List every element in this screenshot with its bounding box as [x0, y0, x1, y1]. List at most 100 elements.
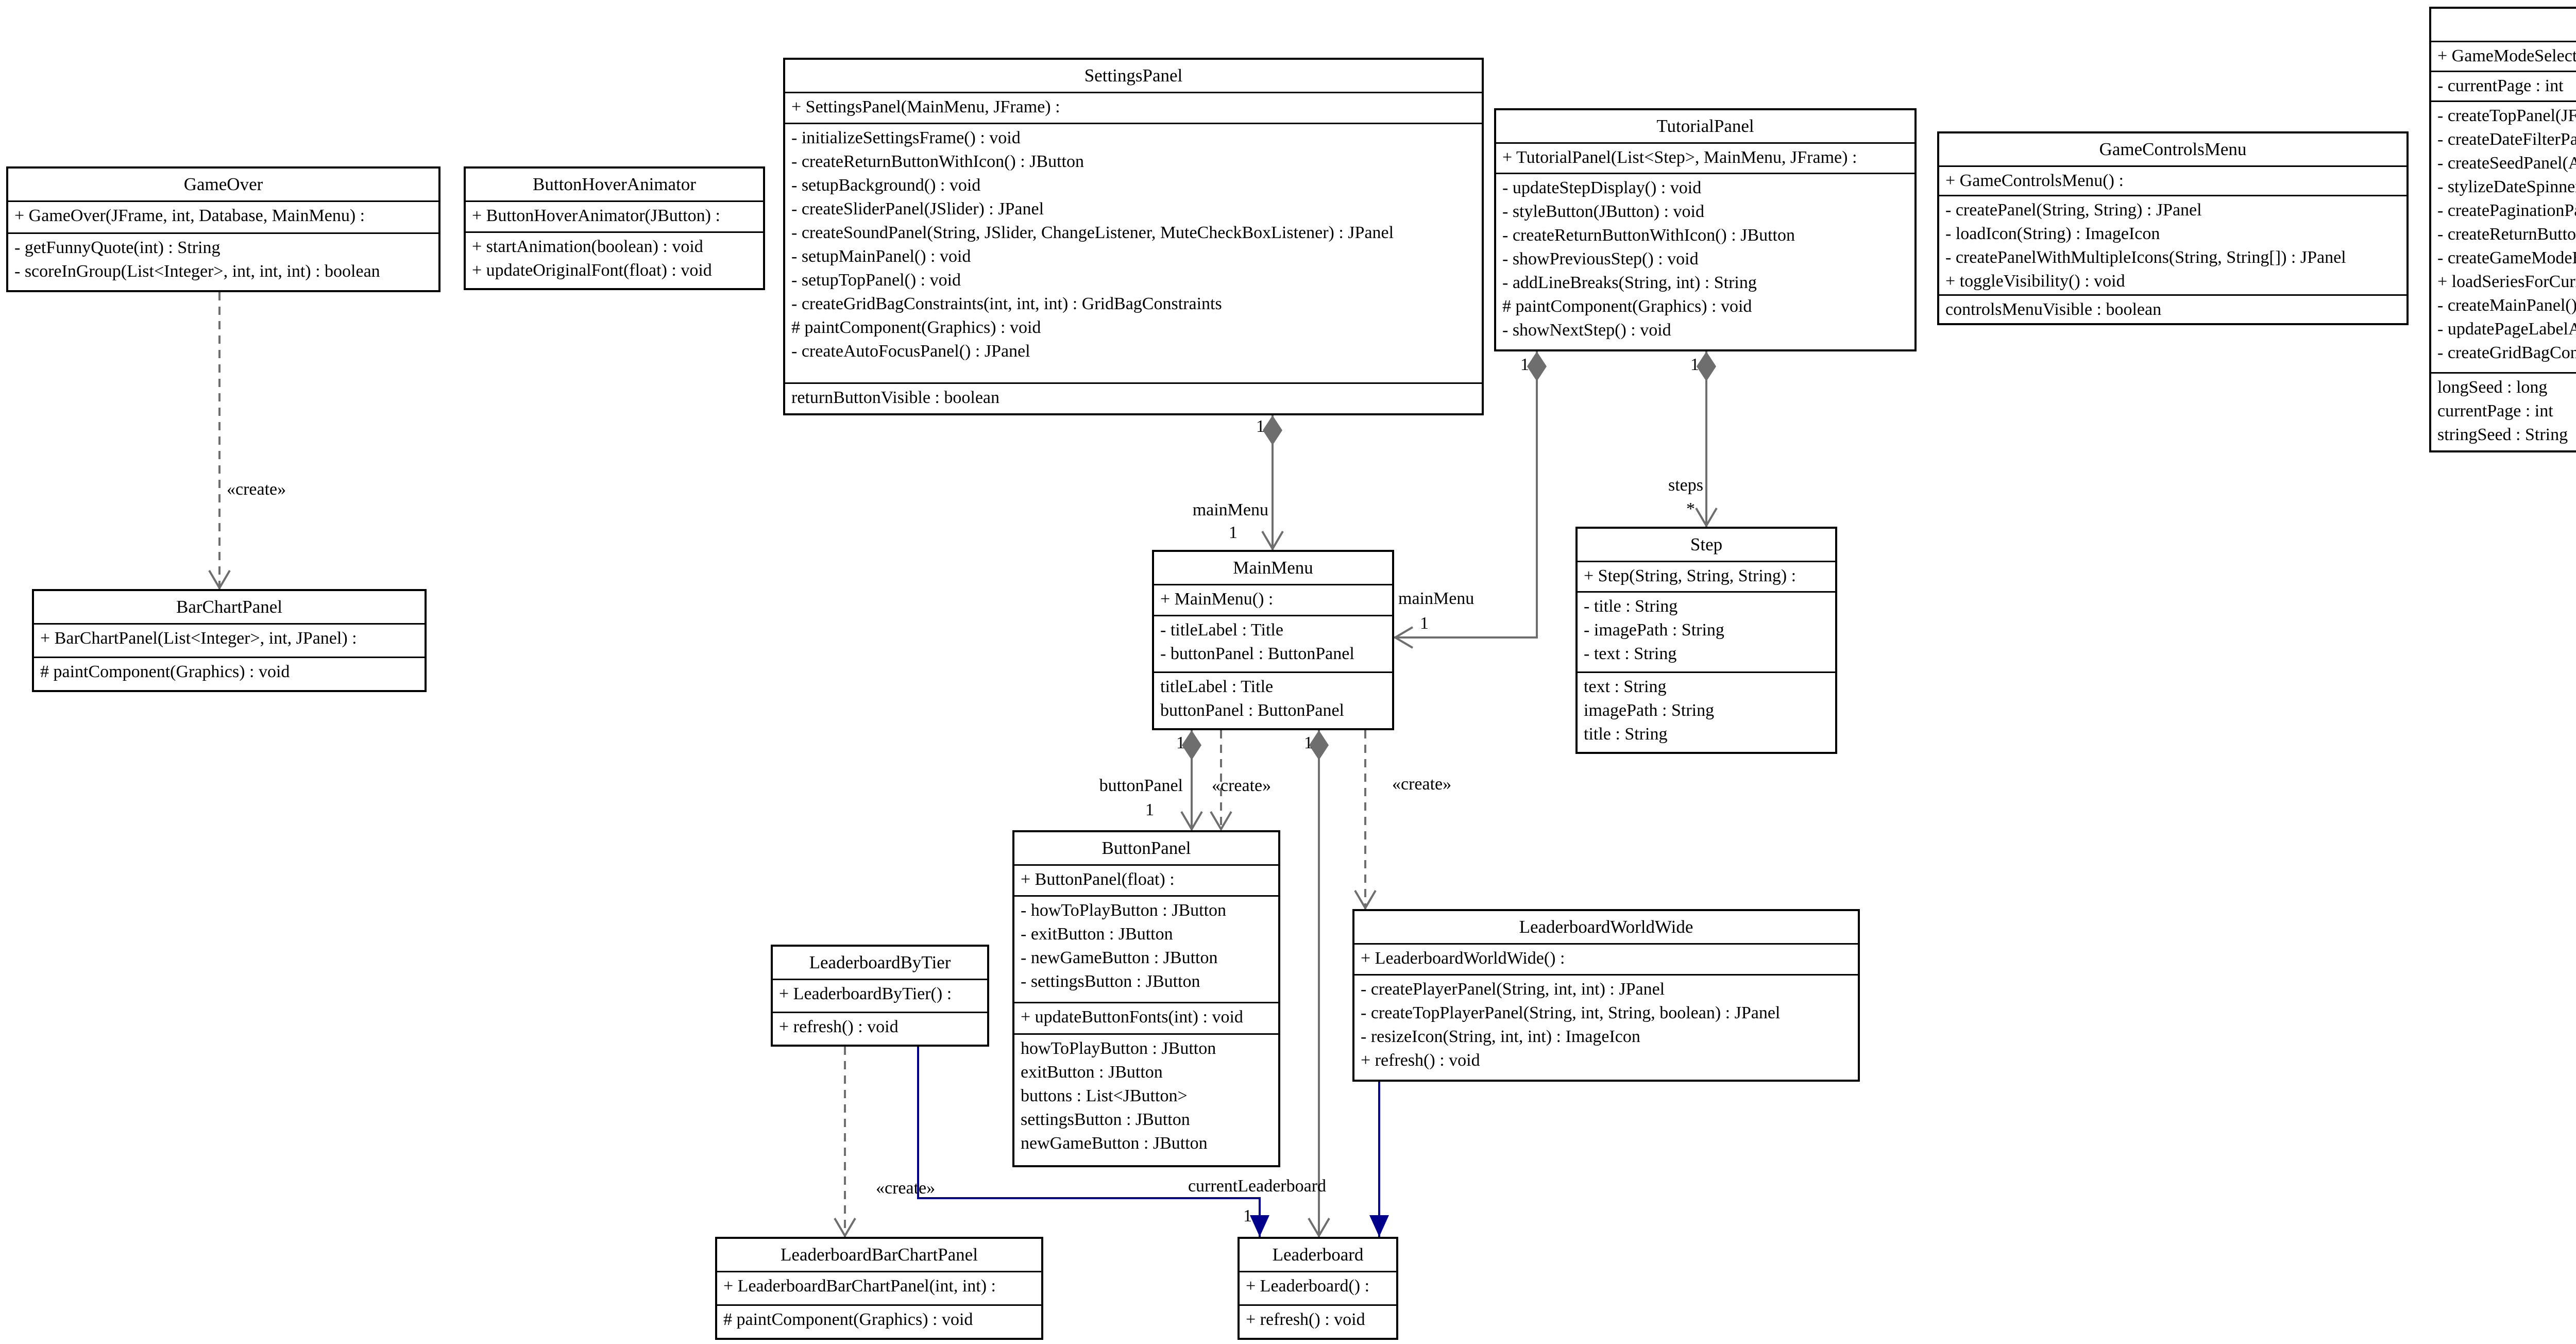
- member-row: stringSeed : String: [2437, 425, 2568, 445]
- edge-label: «create»: [1212, 776, 1272, 795]
- edge-label: 1: [1256, 417, 1265, 436]
- methods-compartment: # paintComponent(Graphics) : void: [717, 1304, 1041, 1338]
- member-row: - styleButton(JButton) : void: [1502, 201, 1704, 221]
- edge-label: 1: [1520, 355, 1529, 374]
- member-row: + toggleVisibility() : void: [1945, 271, 2125, 291]
- class-step: Step + Step(String, String, String) : - …: [1575, 527, 1837, 754]
- member-row: + SettingsPanel(MainMenu, JFrame) :: [791, 97, 1060, 116]
- open-arrowhead-icon: [1393, 626, 1414, 649]
- member-row: longSeed : long: [2437, 378, 2548, 397]
- constructor-compartment: + MainMenu() :: [1154, 584, 1392, 615]
- edge-label: 1: [1304, 733, 1313, 752]
- member-row: - titleLabel : Title: [1160, 620, 1283, 640]
- methods-compartment: - createPlayerPanel(String, int, int) : …: [1354, 973, 1858, 1080]
- member-row: - imagePath : String: [1584, 620, 1724, 640]
- member-row: - createMainPanel() : JPanel: [2437, 295, 2576, 315]
- filled-arrowhead-icon: [1369, 1215, 1389, 1237]
- member-row: - howToPlayButton : JButton: [1021, 901, 1227, 920]
- member-row: newGameButton : JButton: [1021, 1133, 1208, 1153]
- attributes-compartment: - title : String- imagePath : String- te…: [1578, 591, 1835, 671]
- class-leaderboardbarchartpanel: LeaderboardBarChartPanel + LeaderboardBa…: [715, 1237, 1043, 1340]
- class-gameover: GameOver + GameOver(JFrame, int, Databas…: [6, 166, 440, 292]
- member-row: titleLabel : Title: [1160, 677, 1274, 697]
- member-row: - setupMainPanel() : void: [791, 247, 971, 266]
- methods-compartment: - getFunnyQuote(int) : String- scoreInGr…: [8, 232, 438, 290]
- member-row: + ButtonHoverAnimator(JButton) :: [472, 206, 720, 225]
- class-title: ButtonPanel: [1101, 838, 1191, 858]
- member-row: - updatePageLabelAndButtons(int, int) : …: [2437, 319, 2576, 339]
- constructor-compartment: + Step(String, String, String) :: [1578, 561, 1835, 591]
- member-row: # paintComponent(Graphics) : void: [791, 318, 1041, 338]
- member-row: - currentPage : int: [2437, 76, 2564, 95]
- class-title: SettingsPanel: [1084, 65, 1183, 86]
- member-row: text : String: [1584, 677, 1667, 697]
- composition-diamond-icon: [1263, 415, 1282, 445]
- member-row: - updateStepDisplay() : void: [1502, 178, 1702, 197]
- methods-compartment: + refresh() : void: [1240, 1304, 1396, 1338]
- constructor-compartment: + LeaderboardBarChartPanel(int, int) :: [717, 1271, 1041, 1304]
- class-leaderboardbytier: LeaderboardByTier + LeaderboardByTier() …: [771, 945, 989, 1047]
- class-tutorialpanel: TutorialPanel + TutorialPanel(List<Step>…: [1494, 108, 1917, 351]
- class-title: GameControlsMenu: [2099, 139, 2247, 159]
- member-row: - getFunnyQuote(int) : String: [14, 238, 221, 257]
- attributes-compartment: text : String imagePath : String title : S…: [1578, 671, 1835, 752]
- member-row: imagePath : String: [1584, 701, 1715, 720]
- constructor-compartment: + ButtonHoverAnimator(JButton) :: [466, 200, 763, 231]
- member-row: - createSeedPanel(ActionListener) : JPan…: [2437, 153, 2576, 173]
- member-row: - showPreviousStep() : void: [1502, 249, 1699, 268]
- member-row: # paintComponent(Graphics) : void: [1502, 296, 1752, 316]
- open-arrowhead-icon: [1308, 1217, 1330, 1238]
- member-row: + loadSeriesForCurrentPage() : void: [2437, 272, 2576, 291]
- attributes-compartment: - currentPage : int: [2431, 70, 2576, 100]
- member-row: - title : String: [1584, 597, 1678, 616]
- class-barchartpanel: BarChartPanel + BarChartPanel(List<Integ…: [32, 589, 427, 692]
- member-row: - createPaginationPanel() : JPanel: [2437, 200, 2576, 220]
- attributes-compartment: longSeed : long currentPage : int stringSe…: [2431, 372, 2576, 450]
- member-row: - resizeIcon(String, int, int) : ImageIc…: [1361, 1027, 1640, 1046]
- member-row: returnButtonVisible : boolean: [791, 388, 999, 407]
- member-row: # paintComponent(Graphics) : void: [723, 1310, 973, 1329]
- member-row: - createPanel(String, String) : JPanel: [1945, 200, 2202, 220]
- member-row: - exitButton : JButton: [1021, 925, 1173, 944]
- member-row: - createSoundPanel(String, JSlider, Chan…: [791, 223, 1394, 243]
- edge-label: mainMenu: [1192, 500, 1268, 519]
- methods-compartment: + refresh() : void: [773, 1012, 987, 1045]
- open-arrowhead-icon: [1261, 530, 1284, 551]
- class-title: Step: [1690, 534, 1723, 555]
- constructor-compartment: + GameOver(JFrame, int, Database, MainMe…: [8, 200, 438, 232]
- member-row: - createPlayerPanel(String, int, int) : …: [1361, 979, 1665, 999]
- member-row: + updateOriginalFont(float) : void: [472, 261, 712, 280]
- member-row: + TutorialPanel(List<Step>, MainMenu, JF…: [1502, 148, 1857, 167]
- edge-tutorialpanel-mainmenu: [1394, 351, 1538, 639]
- member-row: - initializeSettingsFrame() : void: [791, 128, 1021, 148]
- member-row: + Leaderboard() :: [1246, 1276, 1370, 1296]
- member-row: - createGridBagConstraints(int, int, int…: [2437, 343, 2576, 362]
- edge-label: currentLeaderboard: [1188, 1177, 1327, 1196]
- member-row: - setupTopPanel() : void: [791, 271, 961, 290]
- member-row: - createGridBagConstraints(int, int, int…: [791, 294, 1222, 314]
- constructor-compartment: + TutorialPanel(List<Step>, MainMenu, JF…: [1496, 142, 1914, 173]
- member-row: + LeaderboardWorldWide() :: [1361, 949, 1565, 968]
- member-row: + GameModeSelectionPanel(ActionListener,…: [2437, 46, 2576, 65]
- edge-label: 1: [1229, 523, 1238, 542]
- constructor-compartment: + ButtonPanel(float) :: [1014, 864, 1278, 895]
- composition-diamond-icon: [1309, 730, 1329, 760]
- member-row: - addLineBreaks(String, int) : String: [1502, 273, 1757, 292]
- class-leaderboardworldwide: LeaderboardWorldWide + LeaderboardWorldW…: [1352, 909, 1860, 1082]
- class-settingspanel: SettingsPanel + SettingsPanel(MainMenu, …: [783, 58, 1484, 415]
- member-row: - newGameButton : JButton: [1021, 948, 1218, 968]
- edge-label: 1: [1243, 1206, 1252, 1225]
- constructor-compartment: + LeaderboardByTier() :: [773, 979, 987, 1012]
- constructor-compartment: + BarChartPanel(List<Integer>, int, JPan…: [34, 623, 425, 657]
- member-row: - createReturnButtonWithIcon(JFrame, Mai…: [2437, 224, 2576, 244]
- class-title: Leaderboard: [1272, 1245, 1364, 1265]
- methods-compartment: + updateButtonFonts(int) : void: [1014, 1002, 1278, 1033]
- member-row: + updateButtonFonts(int) : void: [1021, 1007, 1243, 1027]
- member-row: currentPage : int: [2437, 401, 2553, 421]
- class-title: LeaderboardBarChartPanel: [781, 1245, 978, 1265]
- member-row: title : String: [1584, 725, 1668, 744]
- member-row: - showNextStep() : void: [1502, 320, 1671, 340]
- class-title: MainMenu: [1233, 558, 1313, 578]
